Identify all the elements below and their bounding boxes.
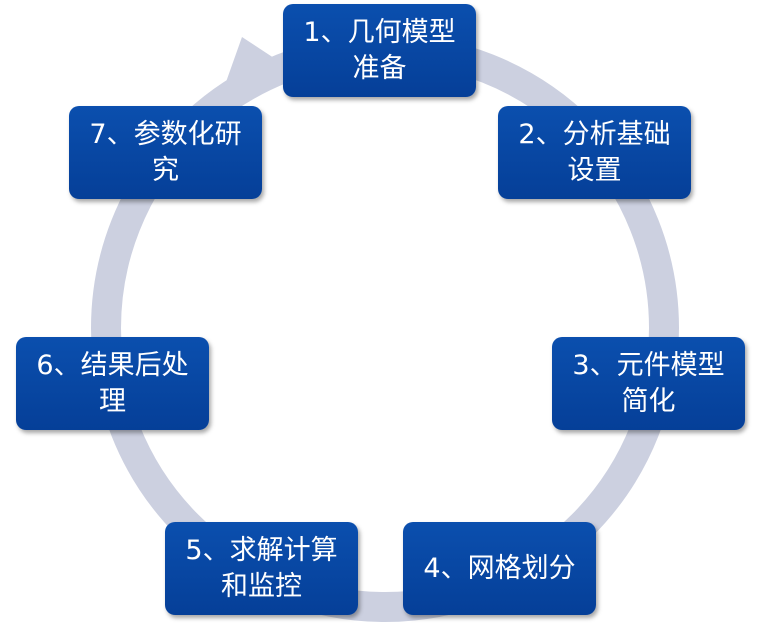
step-3-label: 3、元件模型简化 bbox=[572, 349, 725, 417]
step-3-box[interactable]: 3、元件模型简化 bbox=[552, 337, 745, 430]
step-7-label: 7、参数化研究 bbox=[89, 118, 242, 186]
step-1-box[interactable]: 1、几何模型准备 bbox=[283, 4, 476, 97]
step-6-label: 6、结果后处理 bbox=[36, 349, 189, 417]
step-5-label: 5、求解计算和监控 bbox=[185, 534, 338, 602]
step-4-label: 4、网格划分 bbox=[423, 552, 576, 584]
cycle-arrow-icon bbox=[226, 37, 280, 82]
step-7-box[interactable]: 7、参数化研究 bbox=[69, 106, 262, 199]
step-1-label: 1、几何模型准备 bbox=[303, 16, 456, 84]
step-2-box[interactable]: 2、分析基础设置 bbox=[498, 106, 691, 199]
step-5-box[interactable]: 5、求解计算和监控 bbox=[165, 522, 358, 615]
step-4-box[interactable]: 4、网格划分 bbox=[403, 522, 596, 615]
step-6-box[interactable]: 6、结果后处理 bbox=[16, 337, 209, 430]
step-2-label: 2、分析基础设置 bbox=[518, 118, 671, 186]
